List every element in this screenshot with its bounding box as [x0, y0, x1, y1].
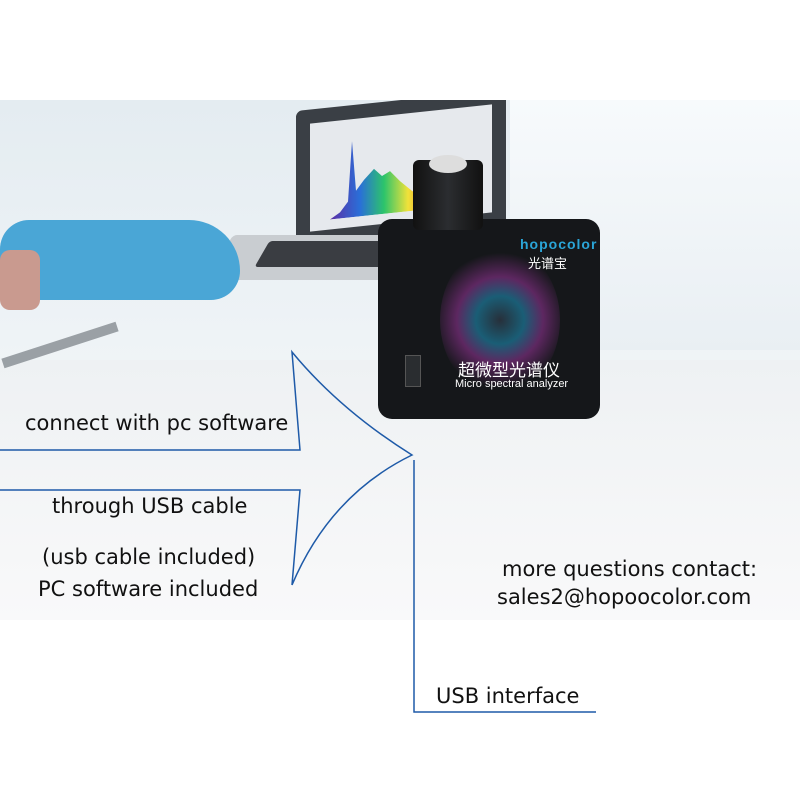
device-model-cn: 超微型光谱仪 — [458, 361, 560, 380]
lens-top — [429, 155, 467, 173]
device-model-en: Micro spectral analyzer — [455, 378, 569, 390]
wrist — [0, 250, 40, 310]
usb-port — [405, 355, 421, 387]
cable-included-label: (usb cable included) — [42, 545, 256, 569]
through-cable-label: through USB cable — [52, 494, 248, 518]
swirl-graphic — [440, 245, 560, 395]
device-brand-cn: 光谱宝 — [528, 256, 568, 271]
background-photo — [0, 100, 800, 620]
gloved-hand — [0, 220, 240, 300]
software-included-label: PC software included — [38, 577, 259, 601]
connect-label: connect with pc software — [25, 411, 289, 435]
usb-interface-label: USB interface — [436, 684, 580, 708]
usb-leader-line — [413, 460, 596, 713]
device-brand: hopocolor — [520, 236, 598, 252]
arrow-callout — [0, 349, 414, 586]
contact-email: sales2@hopoocolor.com — [497, 585, 752, 609]
contact-heading: more questions contact: — [502, 557, 758, 581]
